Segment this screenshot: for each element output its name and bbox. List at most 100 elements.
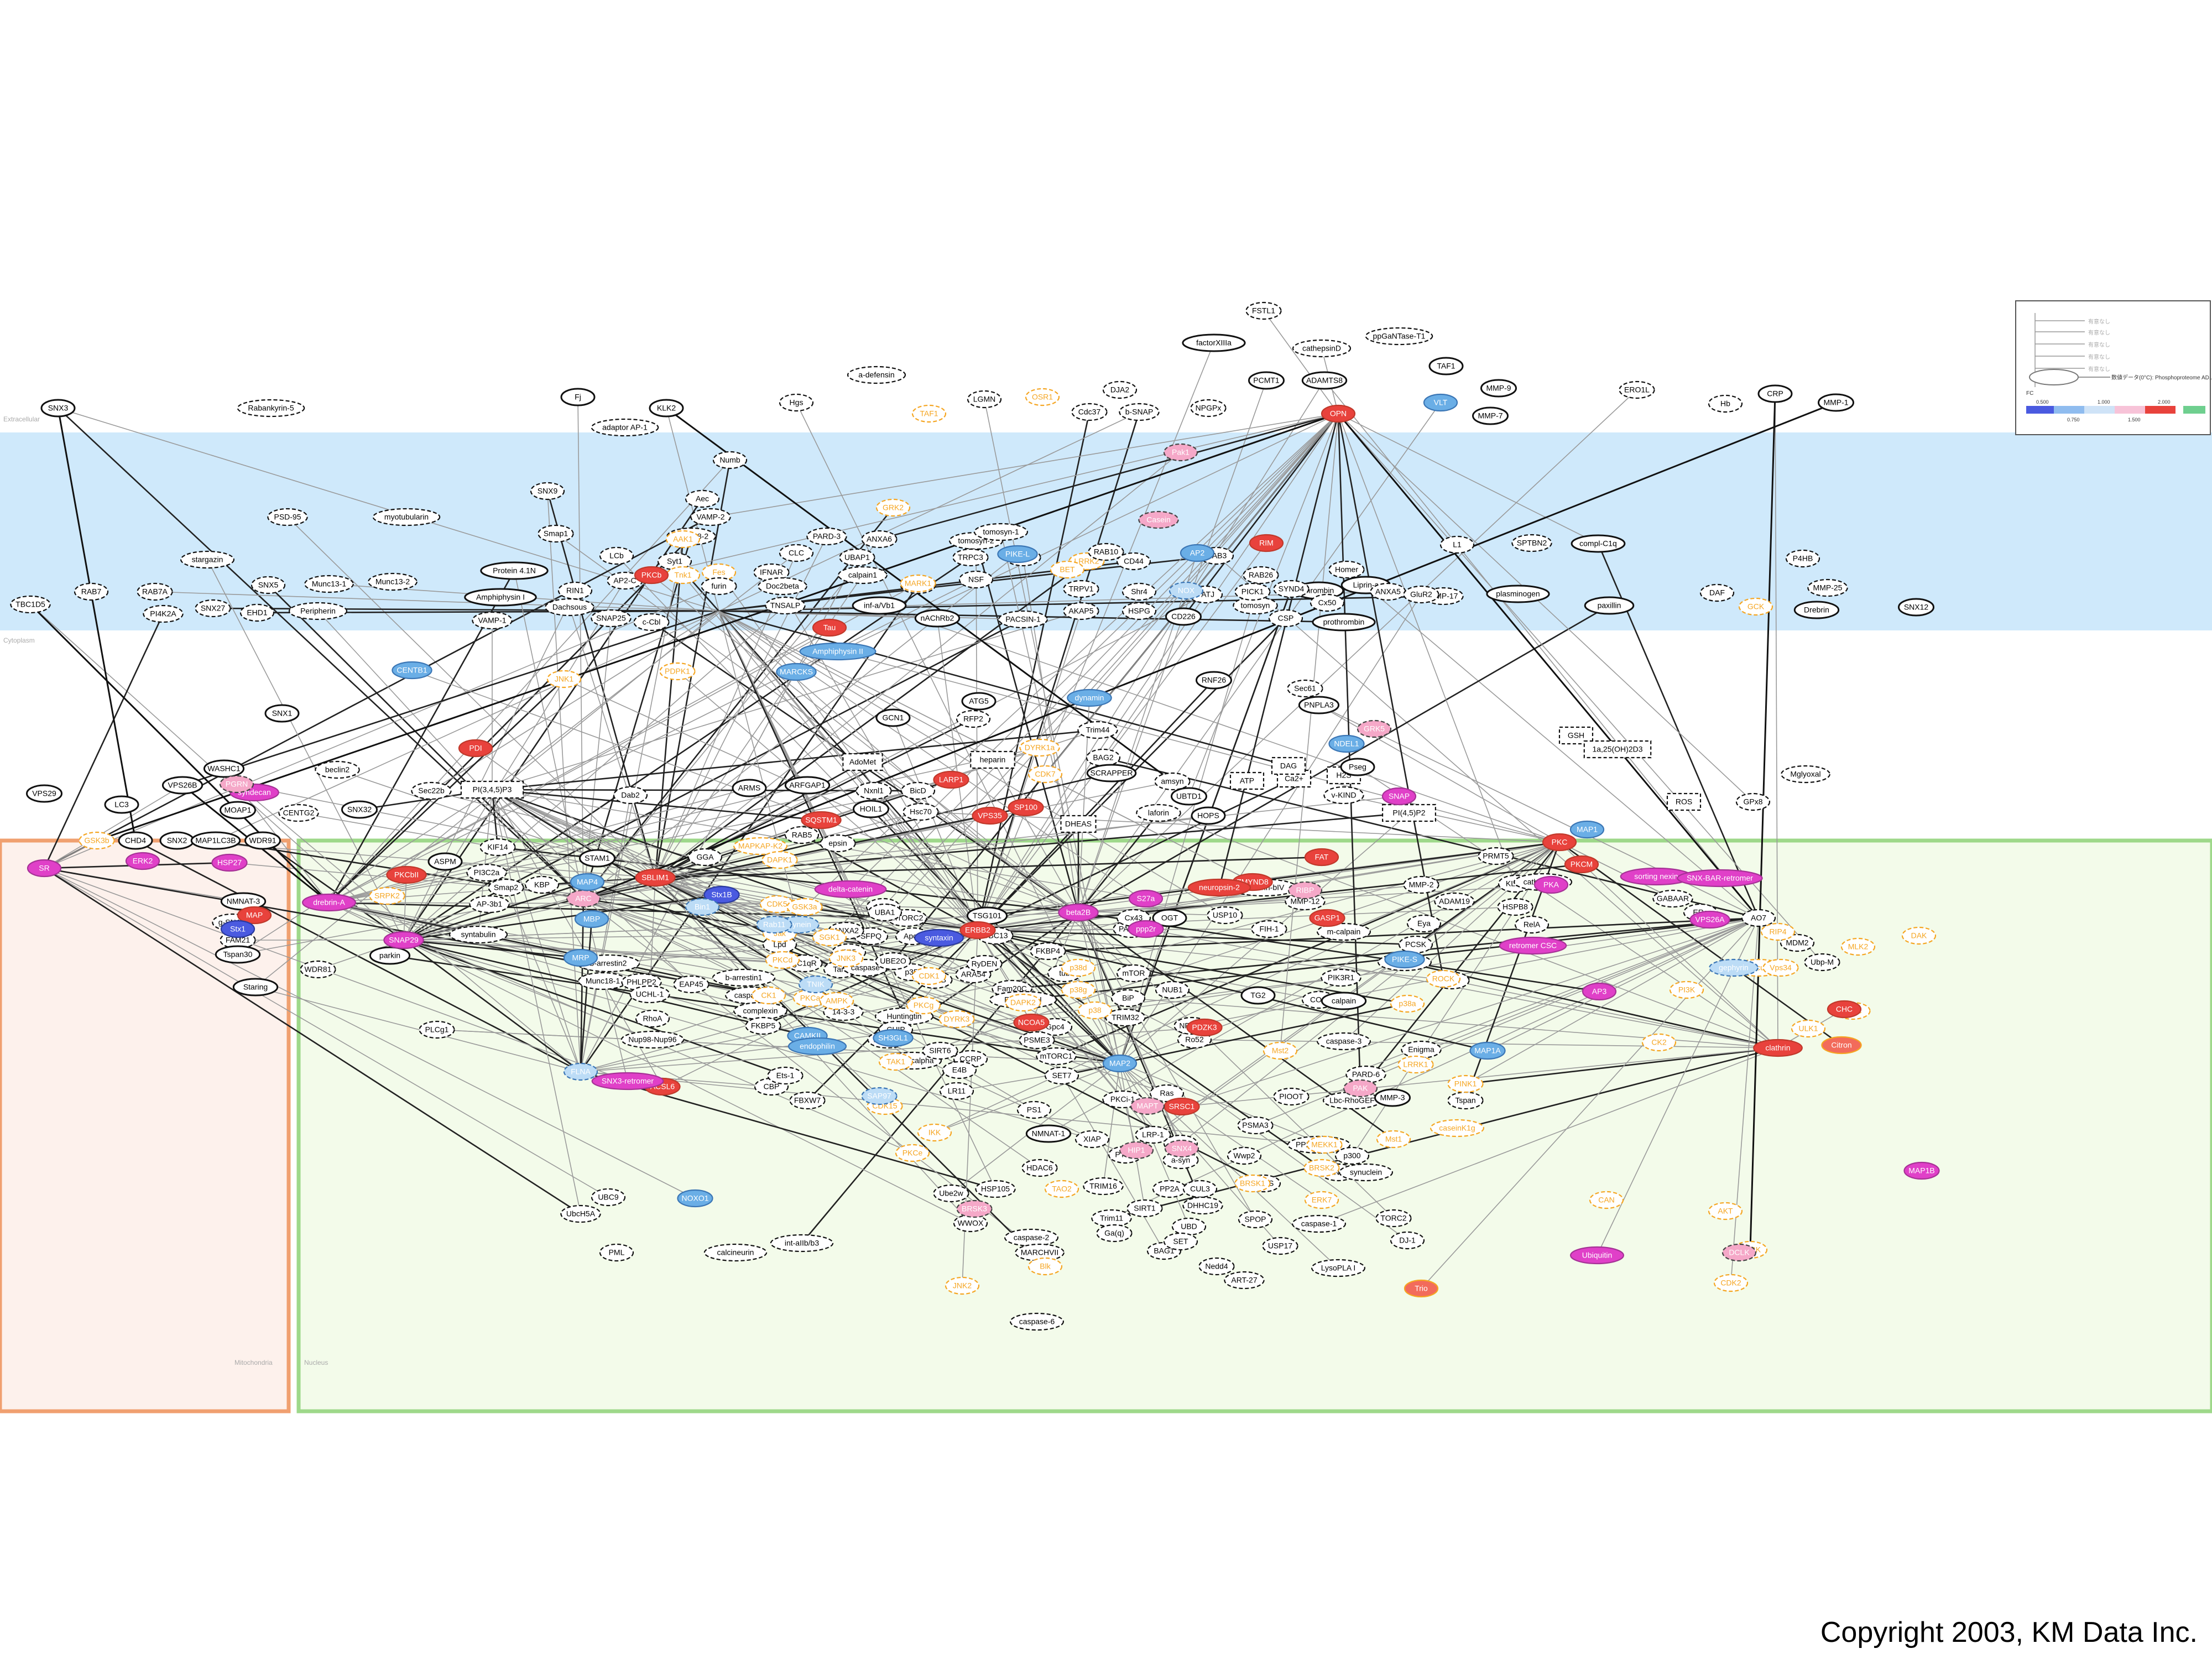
node-hb[interactable]: Hb xyxy=(1708,394,1743,413)
node-s27a[interactable]: S27a xyxy=(1128,889,1164,908)
node-csp[interactable]: CSP xyxy=(1268,609,1303,628)
node-mst2[interactable]: Mst2 xyxy=(1262,1041,1298,1060)
node-gsk3b[interactable]: GSK3b xyxy=(79,831,115,850)
node-ube2w[interactable]: Ube2w xyxy=(933,1184,969,1203)
node-ubp-m[interactable]: Ubp-M xyxy=(1804,953,1840,972)
node-ps1[interactable]: PS1 xyxy=(1016,1100,1052,1119)
node-caspase-1[interactable]: caspase-1 xyxy=(1292,1214,1347,1233)
node-bin1[interactable]: Bin1 xyxy=(685,898,720,916)
node-p38a[interactable]: p38a xyxy=(1390,994,1425,1013)
node-hdac6[interactable]: HDAC6 xyxy=(1021,1159,1058,1177)
node-psma3[interactable]: PSMA3 xyxy=(1237,1116,1274,1135)
node-ubch5a[interactable]: UbcH5A xyxy=(560,1204,601,1223)
node-cd226[interactable]: CD226 xyxy=(1165,607,1202,626)
node-can[interactable]: CAN xyxy=(1589,1191,1624,1209)
node-b-snap[interactable]: b-SNAP xyxy=(1119,403,1160,421)
node-flna[interactable]: FLNA xyxy=(563,1062,598,1081)
node-dapk1[interactable]: DAPK1 xyxy=(761,851,798,869)
node-trpc3[interactable]: TRPC3 xyxy=(952,548,989,567)
node-pkc[interactable]: PKC xyxy=(1542,833,1577,852)
node-gck[interactable]: GCK xyxy=(1738,597,1773,616)
node-pike-l[interactable]: PIKE-L xyxy=(997,545,1038,564)
node-stam1[interactable]: STAM1 xyxy=(579,849,615,868)
node-mmp-12[interactable]: MMP-12 xyxy=(1285,892,1326,911)
node-rab7a[interactable]: RAB7A xyxy=(137,582,173,601)
node-psd-95[interactable]: PSD-95 xyxy=(267,508,308,526)
node-nsf[interactable]: NSF xyxy=(958,570,994,589)
node-gsk3a[interactable]: GSK3a xyxy=(786,898,823,916)
node-rhoa[interactable]: RhoA xyxy=(635,1009,670,1028)
node-ubd[interactable]: UBD xyxy=(1171,1217,1207,1236)
node-factorxiiia[interactable]: factorXIIIa xyxy=(1182,333,1246,352)
node-hip1[interactable]: HIP1 xyxy=(1119,1141,1154,1160)
node-dapk2[interactable]: DAPK2 xyxy=(1005,993,1041,1012)
node-ubc9[interactable]: UBC9 xyxy=(591,1188,626,1207)
node-sirt6[interactable]: SIRT6 xyxy=(922,1041,958,1060)
node-nxnl1[interactable]: Nxnl1 xyxy=(855,781,892,800)
node-cdk7[interactable]: CDK7 xyxy=(1027,765,1063,784)
node-washc1[interactable]: WASHC1 xyxy=(203,759,245,778)
node-mmp-2[interactable]: MMP-2 xyxy=(1403,875,1439,894)
node-snx27[interactable]: SNX27 xyxy=(195,599,231,618)
node-aak1[interactable]: AAK1 xyxy=(665,530,701,549)
node-nox[interactable]: NOX xyxy=(1168,581,1204,600)
node-blk[interactable]: Blk xyxy=(1027,1257,1063,1276)
node-inf-a-vb1[interactable]: inf-a/Vb1 xyxy=(852,596,907,615)
node-vamp-1[interactable]: VAMP-1 xyxy=(472,611,513,630)
node-atp[interactable]: ATP xyxy=(1229,771,1265,790)
node-moap1[interactable]: MOAP1 xyxy=(220,801,256,820)
node-pak[interactable]: PAK xyxy=(1343,1079,1378,1098)
node-mbp[interactable]: MBP xyxy=(574,910,609,928)
node-chc[interactable]: CHC xyxy=(1827,1000,1862,1019)
node-ck1[interactable]: CK1 xyxy=(751,986,786,1005)
node-mmp-9[interactable]: MMP-9 xyxy=(1480,379,1517,398)
node-mtorc1[interactable]: mTORC1 xyxy=(1036,1047,1077,1066)
node-munc18-1[interactable]: Munc18-1 xyxy=(578,972,628,990)
node-anxa5[interactable]: ANXA5 xyxy=(1370,582,1406,601)
node-drebrin[interactable]: Drebrin xyxy=(1793,601,1840,619)
node-rin1[interactable]: RIN1 xyxy=(557,581,593,600)
node-snx5[interactable]: SNX5 xyxy=(251,576,286,594)
node-cdc37[interactable]: Cdc37 xyxy=(1071,403,1108,421)
node-mark1[interactable]: MARK1 xyxy=(900,574,936,593)
node-trim11[interactable]: Trim11 xyxy=(1091,1209,1132,1228)
node-caspase-3[interactable]: caspase-3 xyxy=(1317,1032,1371,1051)
node-v-kind[interactable]: v-KIND xyxy=(1323,786,1364,805)
node-brsk2[interactable]: BRSK2 xyxy=(1303,1159,1340,1177)
node-gsh[interactable]: GSH xyxy=(1558,726,1594,745)
node-map1[interactable]: MAP1 xyxy=(1569,820,1605,839)
node-paxillin[interactable]: paxillin xyxy=(1584,596,1635,615)
node-noxo1[interactable]: NOXO1 xyxy=(677,1189,713,1208)
node-rab10[interactable]: RAB10 xyxy=(1088,542,1124,561)
node-kbp[interactable]: KBP xyxy=(524,875,560,894)
node-fkbp4[interactable]: FKBP4 xyxy=(1030,942,1066,961)
node-plcg1[interactable]: PLCg1 xyxy=(419,1020,455,1039)
node-sqstm1[interactable]: SQSTM1 xyxy=(801,811,842,830)
node-eap45[interactable]: EAP45 xyxy=(673,975,709,994)
node-heparin[interactable]: heparin xyxy=(970,750,1015,769)
node-doc2beta[interactable]: Doc2beta xyxy=(758,577,807,596)
node-pioot[interactable]: PIOOT xyxy=(1273,1087,1310,1106)
node-erk2[interactable]: ERK2 xyxy=(125,852,160,870)
node-hsp27[interactable]: HSP27 xyxy=(211,853,248,872)
node-amsyn[interactable]: amsyn xyxy=(1154,772,1191,791)
node-vps26b[interactable]: VPS26B xyxy=(161,776,204,795)
node-art-27[interactable]: ART-27 xyxy=(1224,1271,1265,1290)
node-pi4k2a[interactable]: PI4K2A xyxy=(143,604,184,623)
node-set7[interactable]: SET7 xyxy=(1044,1066,1079,1085)
node-ncoa5[interactable]: NCOA5 xyxy=(1013,1013,1050,1032)
node-pkcbii[interactable]: PKCbII xyxy=(386,865,427,884)
node-vps26a[interactable]: VPS26A xyxy=(1689,910,1730,929)
node-tnk1[interactable]: Tnk1 xyxy=(665,566,701,585)
node-ero1l[interactable]: ERO1L xyxy=(1619,380,1655,399)
node-tbc1d5[interactable]: TBC1D5 xyxy=(10,595,51,614)
node-fih-1[interactable]: FIH-1 xyxy=(1251,920,1287,938)
node-ppgantase-t1[interactable]: ppGaNTase-T1 xyxy=(1365,327,1433,346)
node-trim32[interactable]: TRIM32 xyxy=(1105,1008,1146,1027)
node-plasminogen[interactable]: plasminogen xyxy=(1486,585,1550,603)
node-laforin[interactable]: laforin xyxy=(1136,804,1181,822)
node-daf[interactable]: DAF xyxy=(1699,583,1735,602)
node-tnsalp[interactable]: TNSALP xyxy=(765,596,806,615)
node-hspb8[interactable]: HSPB8 xyxy=(1497,898,1533,916)
node-pdzk3[interactable]: PDZK3 xyxy=(1186,1018,1223,1037)
